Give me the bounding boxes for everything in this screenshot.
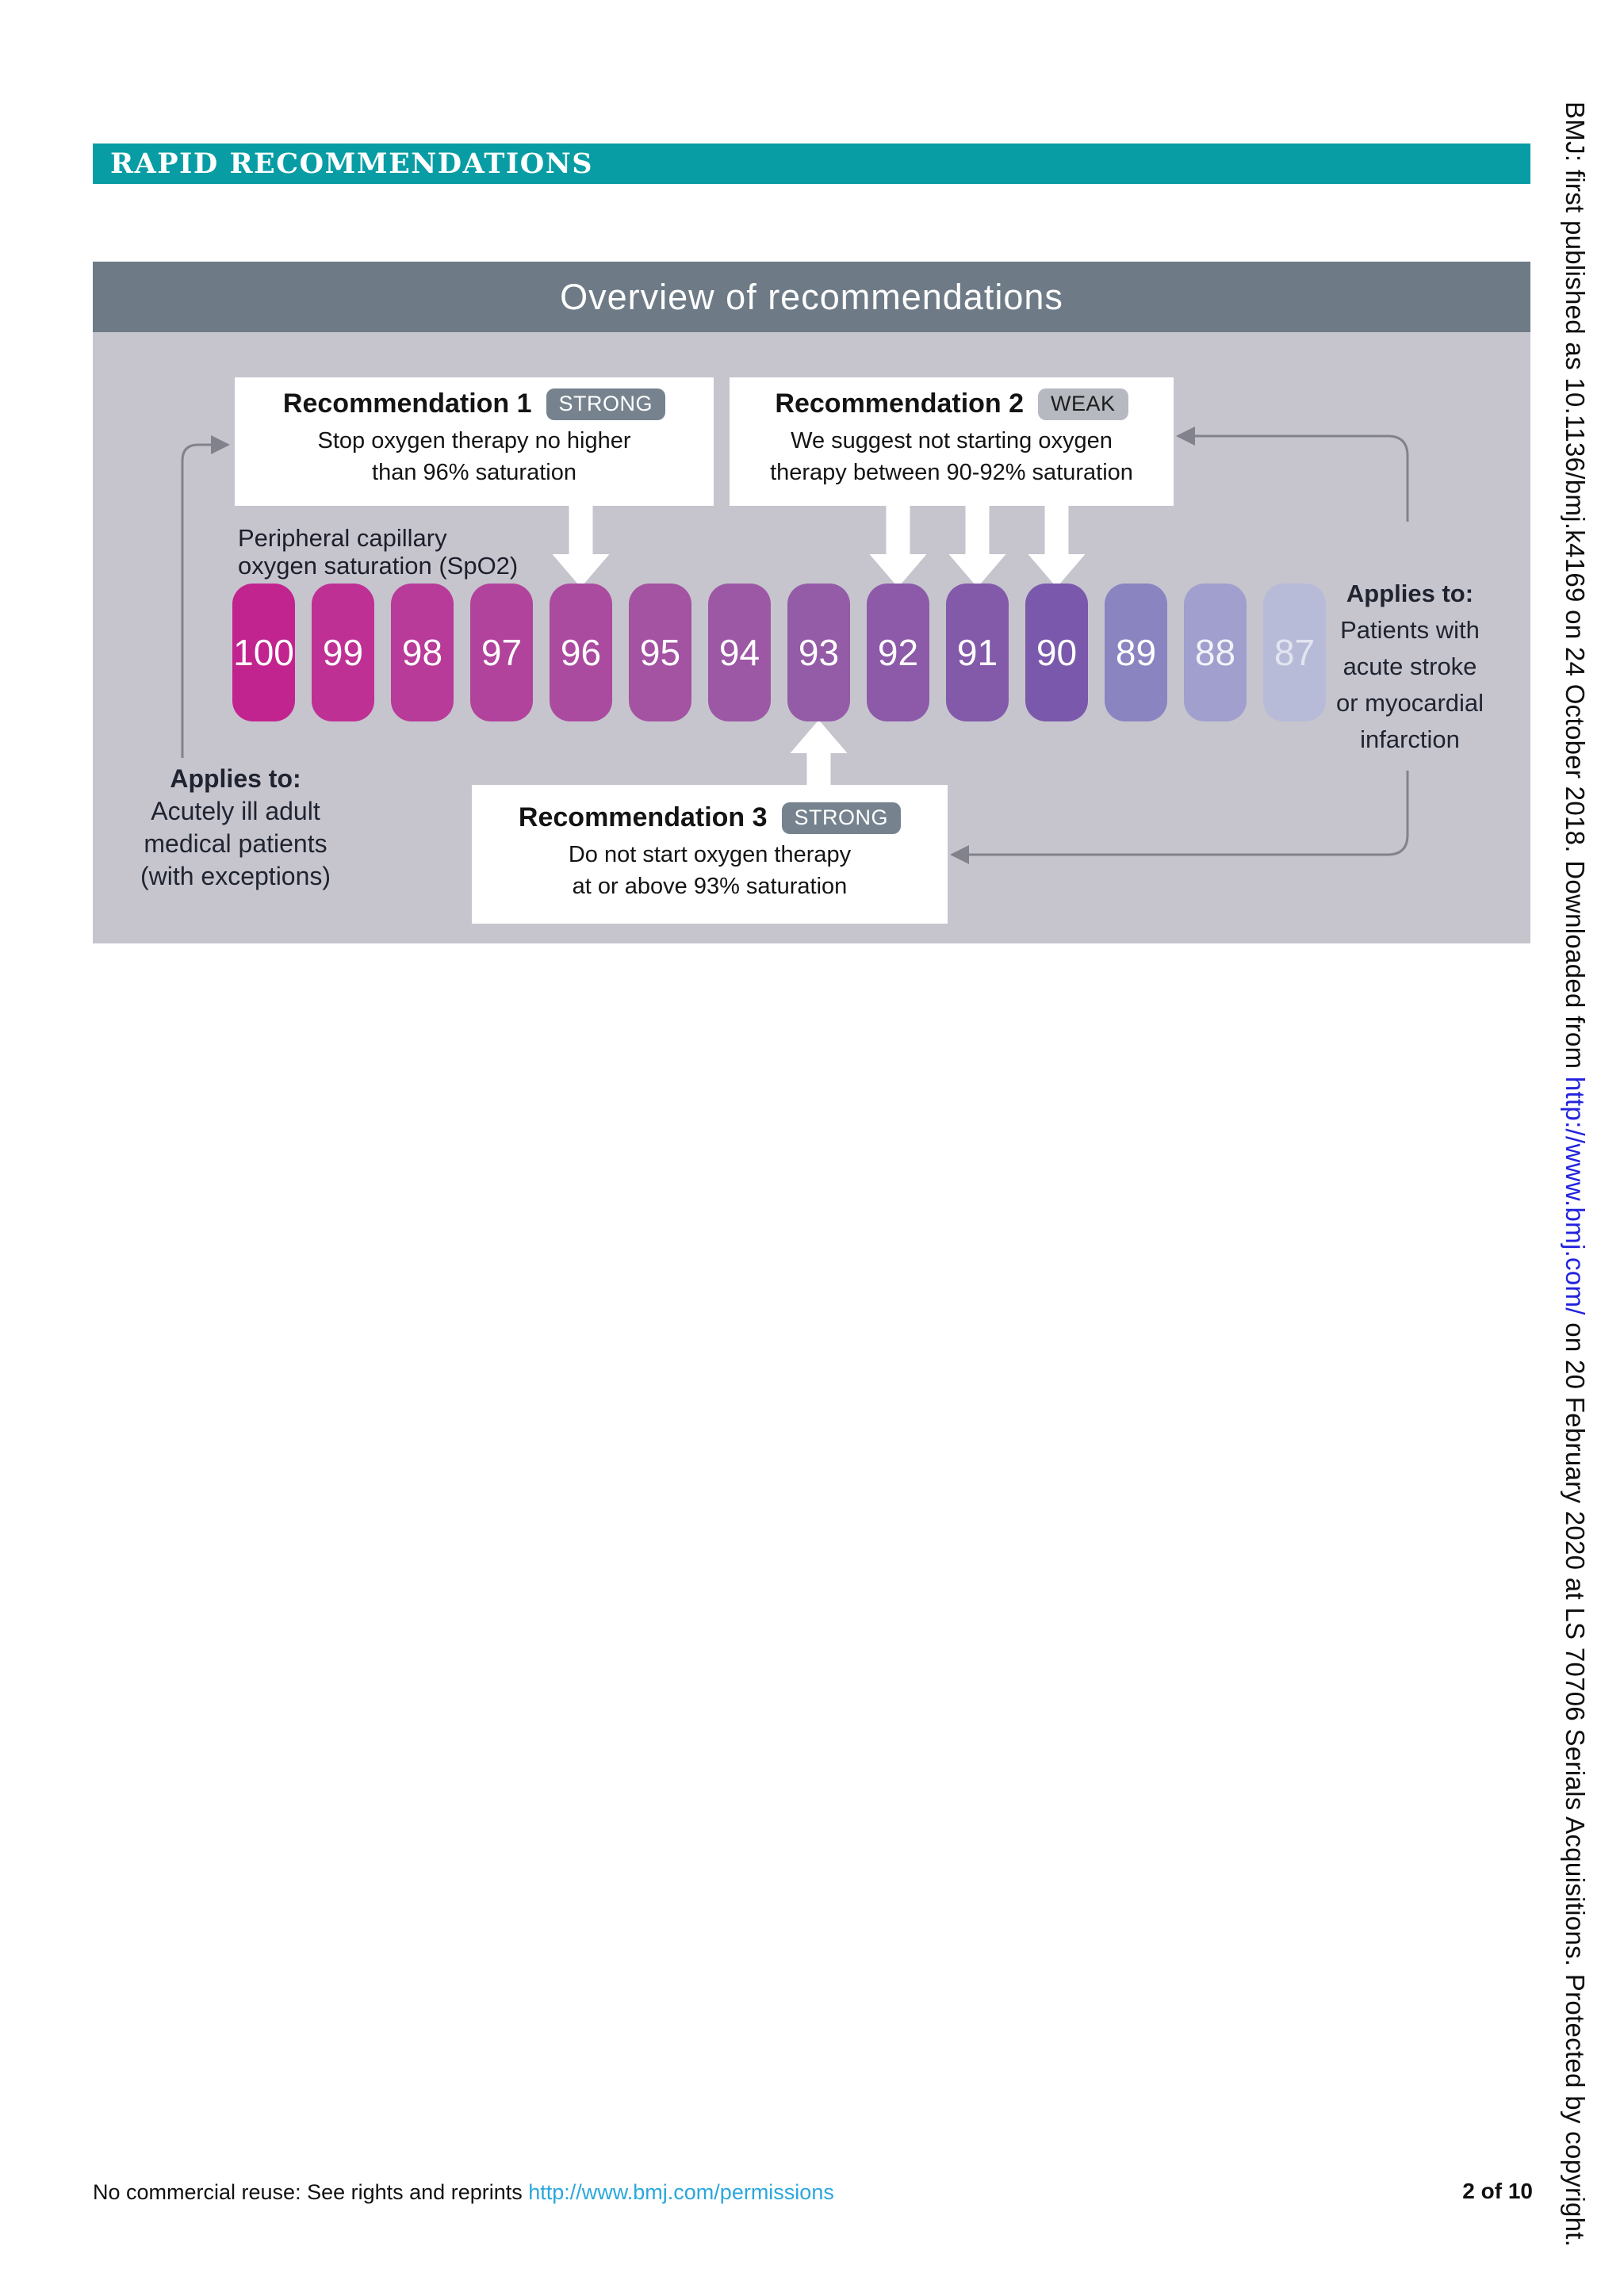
spo2-pill-97: 97 bbox=[470, 584, 533, 721]
connector-right-upper-arrowhead-icon bbox=[1176, 427, 1195, 446]
recommendation-3-title: Recommendation 3 bbox=[518, 802, 768, 833]
overview-panel-body: Recommendation 1 STRONG Stop oxygen ther… bbox=[93, 332, 1530, 943]
recommendation-3-text-line2: at or above 93% saturation bbox=[572, 873, 848, 899]
figure-connectors bbox=[181, 427, 1409, 864]
applies-to-right-note: Applies to: Patients with acute stroke o… bbox=[1323, 576, 1497, 758]
applies-to-right-line: or myocardial bbox=[1335, 689, 1484, 717]
recommendation-2-box: Recommendation 2 WEAK We suggest not sta… bbox=[730, 377, 1174, 506]
spo2-pill-95: 95 bbox=[629, 584, 691, 721]
arrow-rec1-to-96-icon bbox=[552, 503, 610, 587]
applies-to-left-note: Applies to: Acutely ill adult medical pa… bbox=[109, 763, 362, 893]
recommendation-2-text-line1: We suggest not starting oxygen bbox=[791, 427, 1113, 453]
rapid-recommendations-banner: RAPID RECOMMENDATIONS bbox=[93, 144, 1530, 184]
applies-to-left-line: medical patients bbox=[144, 829, 327, 858]
spo2-pill-89: 89 bbox=[1105, 584, 1167, 721]
applies-to-right-heading: Applies to: bbox=[1346, 580, 1474, 607]
connector-right-lower-line bbox=[957, 771, 1409, 856]
footer-permissions-link[interactable]: http://www.bmj.com/permissions bbox=[528, 2180, 834, 2204]
copyright-sidebar-text-before: BMJ: first published as 10.1136/bmj.k416… bbox=[1561, 101, 1590, 1077]
spo2-pill-99: 99 bbox=[312, 584, 374, 721]
spo2-pill-100: 100 bbox=[232, 584, 295, 721]
recommendation-1-box: Recommendation 1 STRONG Stop oxygen ther… bbox=[235, 377, 714, 506]
overview-panel: Overview of recommendations Rec bbox=[93, 262, 1530, 943]
copyright-sidebar: BMJ: first published as 10.1136/bmj.k416… bbox=[1556, 101, 1594, 2247]
spo2-pill-90: 90 bbox=[1025, 584, 1088, 721]
connector-right-lower-arrowhead-icon bbox=[950, 845, 969, 864]
spo2-pill-98: 98 bbox=[391, 584, 454, 721]
recommendation-3-text-line1: Do not start oxygen therapy bbox=[568, 841, 852, 867]
applies-to-left-heading: Applies to: bbox=[170, 764, 301, 793]
applies-to-right-line: Patients with bbox=[1340, 616, 1480, 644]
recommendation-2-text-line2: therapy between 90-92% saturation bbox=[770, 459, 1133, 485]
spo2-pill-91: 91 bbox=[946, 584, 1009, 721]
spo2-pill-96: 96 bbox=[550, 584, 612, 721]
footer-reuse-text: No commercial reuse: See rights and repr… bbox=[93, 2180, 529, 2204]
spo2-pill-87: 87 bbox=[1263, 584, 1326, 721]
arrow-rec2-to-92-icon bbox=[869, 503, 927, 587]
recommendation-2-strength-badge: WEAK bbox=[1038, 388, 1128, 420]
arrow-rec2-to-91-icon bbox=[948, 503, 1006, 587]
spo2-pill-88: 88 bbox=[1184, 584, 1247, 721]
applies-to-right-line: acute stroke bbox=[1342, 652, 1477, 680]
spo2-axis-label-line1: Peripheral capillary bbox=[238, 524, 447, 552]
arrow-rec2-to-90-icon bbox=[1028, 503, 1086, 587]
overview-panel-header: Overview of recommendations bbox=[93, 262, 1530, 332]
recommendation-1-text-line1: Stop oxygen therapy no higher bbox=[317, 427, 631, 453]
recommendation-1-title: Recommendation 1 bbox=[282, 388, 532, 419]
spo2-pill-94: 94 bbox=[708, 584, 771, 721]
spo2-axis-label-line2: oxygen saturation (SpO2) bbox=[238, 552, 519, 580]
applies-to-left-line: (with exceptions) bbox=[140, 862, 331, 890]
recommendation-2-title: Recommendation 2 bbox=[775, 388, 1025, 419]
copyright-sidebar-text-after: on 20 February 2020 at LS 70706 Serials … bbox=[1561, 1314, 1590, 2248]
page-number: 2 of 10 bbox=[1462, 2179, 1533, 2203]
connector-left-arrowhead-icon bbox=[211, 435, 230, 454]
applies-to-left-line: Acutely ill adult bbox=[151, 797, 320, 825]
spo2-pill-92: 92 bbox=[867, 584, 929, 721]
connector-left-line bbox=[181, 443, 213, 758]
arrow-rec3-to-93-icon bbox=[790, 720, 848, 788]
footer-reuse-notice: No commercial reuse: See rights and repr… bbox=[93, 2180, 834, 2205]
spo2-axis-label: Peripheral capillary oxygen saturation (… bbox=[238, 524, 518, 580]
recommendation-1-strength-badge: STRONG bbox=[546, 388, 666, 420]
recommendation-3-box: Recommendation 3 STRONG Do not start oxy… bbox=[472, 785, 948, 924]
connector-right-upper-line bbox=[1193, 434, 1409, 522]
applies-to-right-line: infarction bbox=[1360, 725, 1460, 753]
copyright-sidebar-link[interactable]: http://www.bmj.com/ bbox=[1561, 1076, 1590, 1315]
overview-title: Overview of recommendations bbox=[560, 276, 1063, 317]
spo2-pill-93: 93 bbox=[787, 584, 850, 721]
recommendation-1-text-line2: than 96% saturation bbox=[372, 459, 576, 485]
recommendation-3-strength-badge: STRONG bbox=[781, 802, 902, 834]
